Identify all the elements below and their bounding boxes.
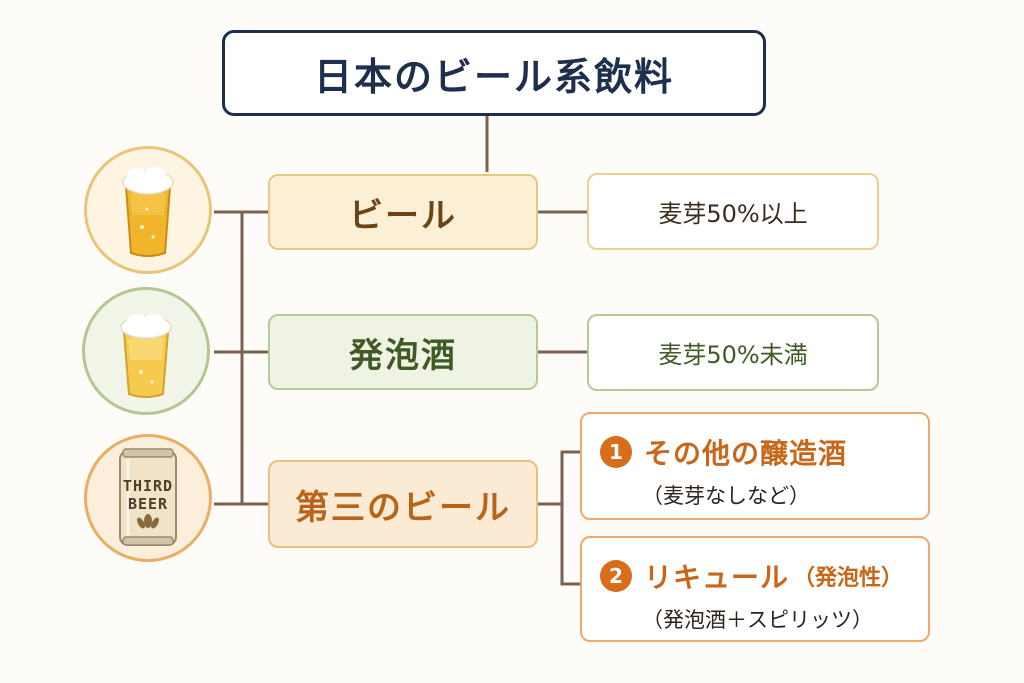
subtype-title: リキュール [644, 561, 790, 594]
subtype-liqueur: 2 リキュール （発泡性） （発泡酒＋スピリッツ） [580, 536, 930, 642]
third-beer-can-icon: THIRD BEER [84, 434, 212, 562]
can-label-line1: THIRD [122, 477, 174, 495]
happoshu-description: 麦芽50%未満 [587, 314, 879, 391]
link-third-subtypes [560, 450, 580, 586]
number-badge: 1 [600, 436, 632, 468]
beer-glass-icon [84, 146, 212, 274]
subtype-note: （麦芽なしなど） [642, 484, 810, 508]
category-beer: ビール [268, 174, 538, 250]
subtype-other-brewed: 1 その他の醸造酒 （麦芽なしなど） [580, 412, 930, 520]
category-third-beer: 第三のビール [268, 460, 538, 548]
subtype-suffix: （発泡性） [793, 566, 904, 591]
diagram-title: 日本のビール系飲料 [222, 30, 766, 116]
beer-description: 麦芽50%以上 [587, 173, 879, 250]
subtype-note: （発泡酒＋スピリッツ） [642, 608, 873, 632]
category-happoshu: 発泡酒 [268, 314, 538, 390]
happoshu-glass-icon [82, 287, 210, 415]
can-label-line2: BEER [127, 495, 169, 513]
number-badge: 2 [600, 560, 632, 592]
subtype-title: その他の醸造酒 [644, 437, 848, 470]
